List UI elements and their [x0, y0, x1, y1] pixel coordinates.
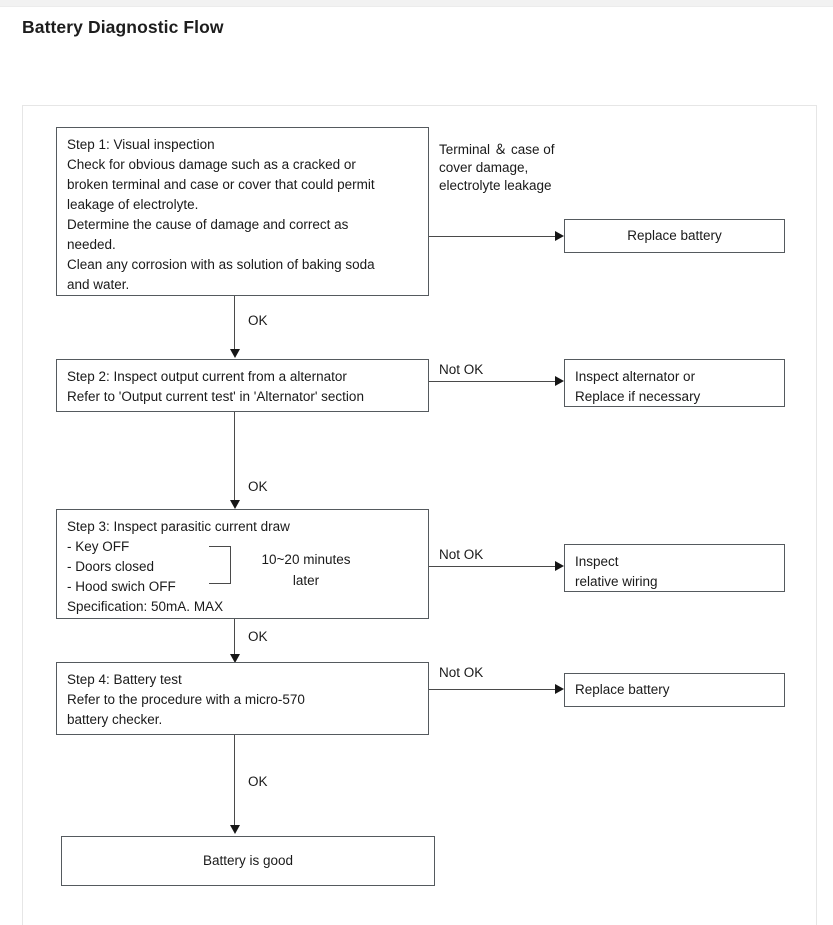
flow-arrowhead-1: [230, 349, 240, 358]
flow-label-ok-2: OK: [248, 479, 268, 494]
flow-line-2: [234, 412, 235, 503]
grouping-bracket-icon: [209, 546, 231, 584]
step-1-box[interactable]: Step 1: Visual inspection Check for obvi…: [56, 127, 429, 296]
flow-arrowhead-3: [230, 654, 240, 663]
step-3-timing-note: 10~20 minutes later: [261, 552, 351, 588]
branch-label-not-ok-3: Not OK: [439, 547, 484, 562]
terminal-battery-good-box[interactable]: Battery is good: [61, 836, 435, 886]
branch-line-1: [429, 236, 558, 237]
branch-arrowhead-4: [555, 684, 564, 694]
flow-label-ok-1: OK: [248, 313, 268, 328]
top-strip: [0, 0, 833, 7]
flow-arrowhead-4: [230, 825, 240, 834]
step-3-box[interactable]: Step 3: Inspect parasitic current draw -…: [56, 509, 429, 619]
step-4-box[interactable]: Step 4: Battery test Refer to the proced…: [56, 662, 429, 735]
branch-line-4: [429, 689, 558, 690]
branch-label-not-ok-2: Not OK: [439, 362, 484, 377]
branch-arrowhead-2: [555, 376, 564, 386]
outcome-1-box[interactable]: Replace battery: [564, 219, 785, 253]
step-2-box[interactable]: Step 2: Inspect output current from a al…: [56, 359, 429, 412]
page-title: Battery Diagnostic Flow: [22, 17, 224, 37]
branch-line-2: [429, 381, 558, 382]
branch-arrowhead-1: [555, 231, 564, 241]
outcome-3-box[interactable]: Inspect relative wiring: [564, 544, 785, 592]
flow-label-ok-4: OK: [248, 774, 268, 789]
flow-label-ok-3: OK: [248, 629, 268, 644]
branch-line-3: [429, 566, 558, 567]
flow-line-3: [234, 619, 235, 657]
flow-line-4: [234, 735, 235, 828]
flow-arrowhead-2: [230, 500, 240, 509]
outcome-2-box[interactable]: Inspect alternator or Replace if necessa…: [564, 359, 785, 407]
branch-label-terminal-damage: Terminal ＆ case of cover damage, electro…: [439, 142, 555, 193]
flow-line-1: [234, 296, 235, 352]
branch-arrowhead-3: [555, 561, 564, 571]
outcome-4-box[interactable]: Replace battery: [564, 673, 785, 707]
diagram-card: Step 1: Visual inspection Check for obvi…: [22, 105, 817, 925]
branch-label-not-ok-4: Not OK: [439, 665, 484, 680]
